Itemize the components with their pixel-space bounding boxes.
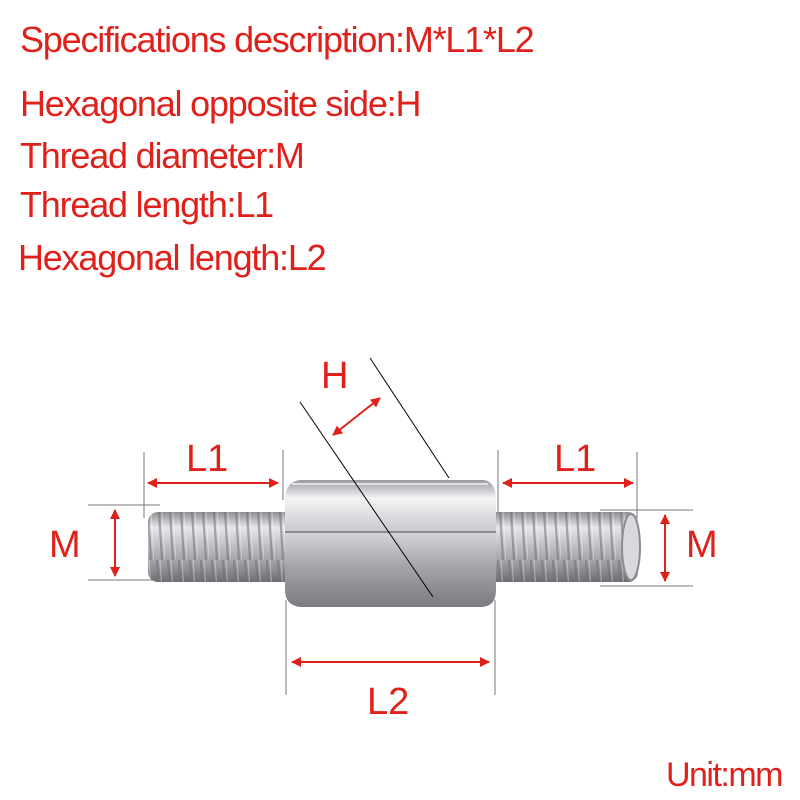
guide-lines (299, 357, 450, 598)
dimension-arrows (110, 397, 670, 667)
label-m-left: M (49, 524, 81, 566)
thread-diameter-line: Thread diameter:M (20, 135, 305, 176)
label-l1-left: L1 (186, 438, 228, 480)
hex-length-line: Hexagonal length:L2 (18, 237, 327, 278)
hex-body (285, 480, 496, 607)
unit-label: Unit:mm (665, 756, 784, 794)
extension-lines (88, 450, 693, 695)
right-thread (482, 512, 641, 582)
thread-length-line: Thread length:L1 (20, 184, 274, 225)
hex-opposite-side-line: Hexagonal opposite side:H (20, 83, 421, 124)
label-l1-right: L1 (554, 438, 596, 480)
label-l2: L2 (367, 681, 409, 723)
label-h: H (321, 355, 348, 397)
label-m-right: M (686, 524, 718, 566)
h-arrow (332, 397, 381, 436)
left-thread (148, 512, 294, 582)
spec-description-line: Specifications description:M*L1*L2 (20, 19, 535, 60)
